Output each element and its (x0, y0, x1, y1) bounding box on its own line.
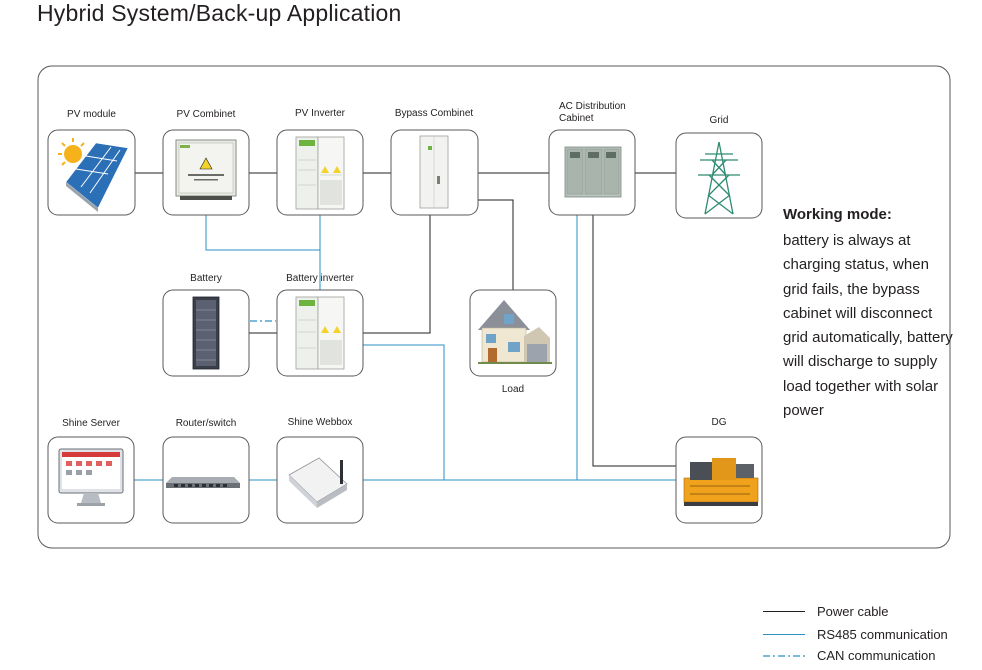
router-label: Router/switch (175, 418, 237, 429)
battery-rack-icon (192, 296, 220, 370)
power-pylon-icon (698, 141, 740, 215)
legend-can-label: CAN communication (817, 648, 936, 663)
ac-distribution-label: AC Distribution Cabinet (559, 101, 626, 124)
diagram-frame (37, 65, 951, 549)
battery-inverter-icon (295, 296, 345, 370)
pv-module-label: PV module (67, 109, 116, 120)
solar-panel-icon (58, 138, 129, 212)
bypass-combiner-label: Bypass Combinet (394, 108, 474, 119)
network-switch-icon (166, 477, 240, 488)
house-icon (478, 300, 552, 364)
pv-inverter-icon (295, 136, 345, 210)
generator-icon (683, 458, 759, 506)
working-mode-title: Working mode: (783, 206, 892, 223)
pv-inverter-label: PV Inverter (294, 108, 346, 119)
power-cables (135, 172, 676, 467)
bypass-cabinet-icon (419, 135, 449, 209)
legend-power-line (763, 611, 805, 612)
page-title: Hybrid System/Back-up Application (37, 0, 402, 26)
webbox-icon (288, 457, 348, 508)
legend-rs485-line (763, 634, 805, 635)
pv-combiner-label: PV Combinet (176, 109, 236, 120)
grid-label: Grid (709, 115, 729, 126)
legend-power-label: Power cable (817, 604, 889, 619)
shine-webbox-label: Shine Webbox (287, 417, 353, 428)
battery-label: Battery (190, 273, 222, 284)
dg-label: DG (711, 417, 727, 428)
shine-server-label: Shine Server (62, 418, 120, 429)
legend-can-line (763, 655, 807, 657)
combiner-box-icon (175, 139, 237, 200)
load-label: Load (501, 384, 525, 395)
distribution-cabinet-icon (564, 146, 622, 198)
rs485-lines (134, 215, 676, 481)
working-mode-description: battery is always at charging status, wh… (783, 232, 953, 420)
monitor-icon (58, 448, 124, 506)
legend-rs485-label: RS485 communication (817, 627, 948, 642)
battery-inverter-label: Battery inverter (286, 273, 354, 284)
